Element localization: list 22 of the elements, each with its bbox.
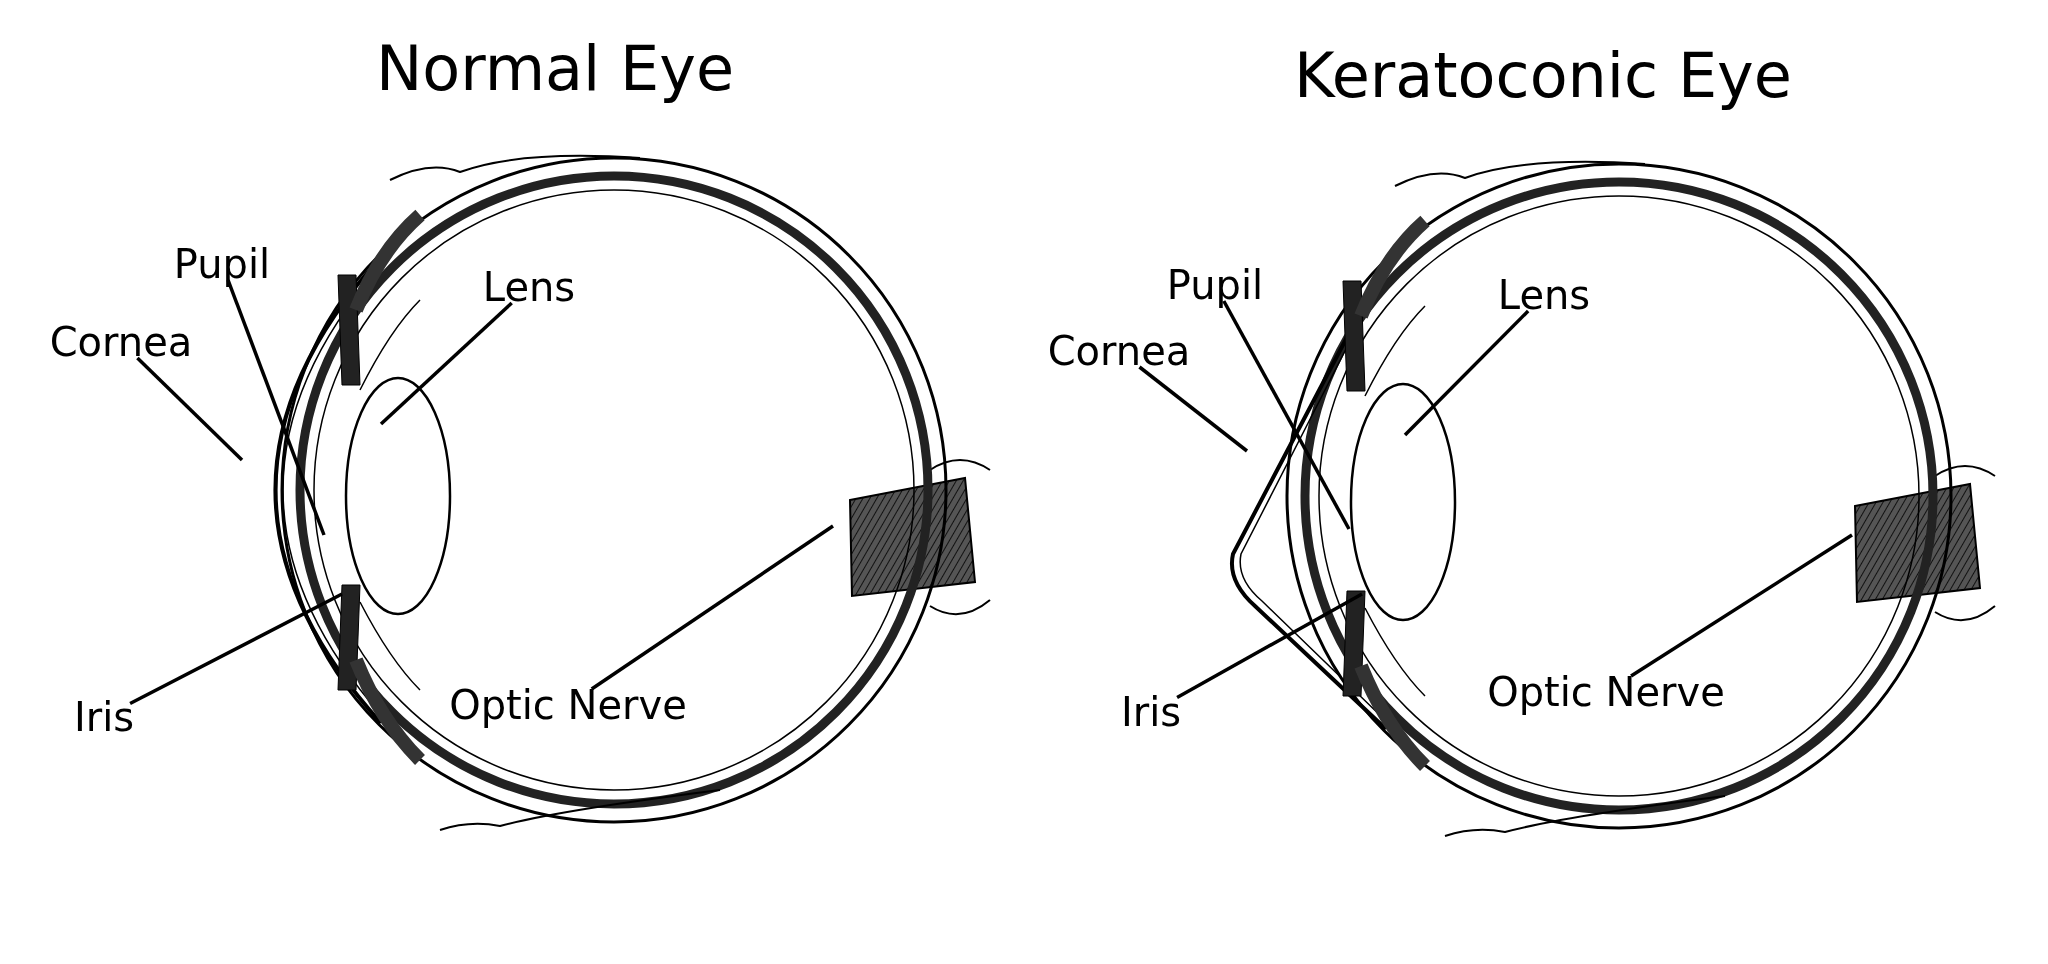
leader-line bbox=[379, 301, 513, 426]
leader-line bbox=[590, 524, 834, 691]
leader-line bbox=[226, 279, 326, 536]
part-label: Iris bbox=[73, 695, 135, 739]
part-label: Optic Nerve bbox=[449, 683, 687, 727]
diagram-heading: Keratoconic Eye bbox=[1294, 38, 1792, 112]
part-label: Iris bbox=[1120, 690, 1182, 734]
part-label: Cornea bbox=[1047, 329, 1191, 373]
part-label: Lens bbox=[482, 265, 576, 309]
part-label: Lens bbox=[1497, 273, 1591, 317]
part-label: Pupil bbox=[1166, 263, 1264, 307]
diagram-heading: Normal Eye bbox=[376, 31, 734, 105]
leader-line bbox=[129, 592, 343, 706]
leader-line bbox=[1176, 592, 1363, 699]
part-label: Pupil bbox=[173, 242, 271, 286]
leader-line bbox=[1222, 300, 1351, 530]
leader-line bbox=[1138, 365, 1249, 453]
part-label: Cornea bbox=[49, 320, 193, 364]
leader-line bbox=[1630, 533, 1853, 678]
leader-line bbox=[136, 356, 244, 462]
leader-line bbox=[1403, 309, 1530, 437]
part-label: Optic Nerve bbox=[1487, 670, 1725, 714]
